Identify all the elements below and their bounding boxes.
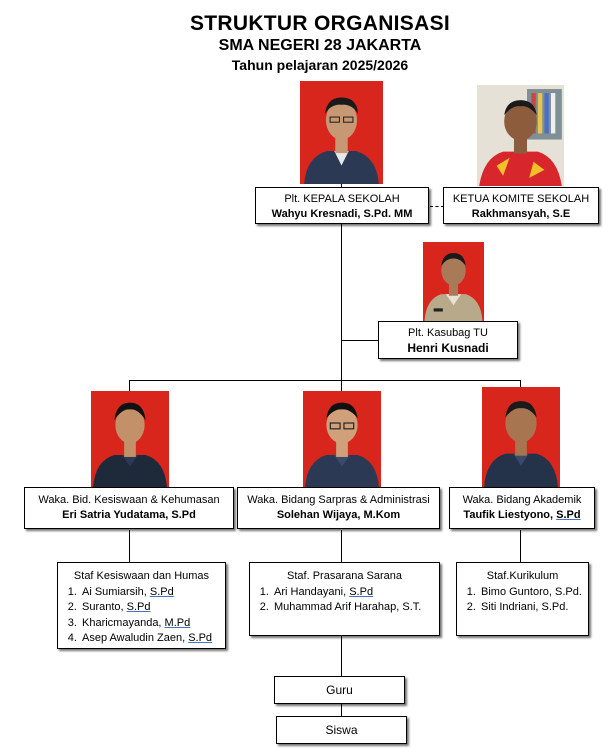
vice-akademik-role: Waka. Bidang Akademik (462, 494, 582, 506)
connector-trunk (341, 224, 342, 381)
principal-role: Plt. KEPALA SEKOLAH (284, 193, 400, 205)
staff-kurikulum-list: Bimo Guntoro, S.Pd. Siti Indriani, S.Pd. (457, 585, 588, 616)
connector-principal-photo (341, 183, 342, 187)
list-item: Suranto, S.Pd (80, 600, 225, 616)
vice-akademik-name-main: Taufik Liestyono, (463, 509, 557, 521)
connector-guru (341, 636, 342, 676)
vice-akademik-box: Waka. Bidang Akademik Taufik Liestyono, … (449, 487, 595, 529)
admin-photo (423, 242, 484, 321)
connector-staff-left (129, 530, 130, 562)
committee-box: KETUA KOMITE SEKOLAH Rakhmansyah, S.E (443, 187, 599, 224)
connector-vice-center (341, 380, 342, 391)
connector-admin (341, 340, 378, 341)
connector-staff-right (520, 530, 521, 563)
vice-sarpras-box: Waka. Bidang Sarpras & Administrasi Sole… (237, 487, 440, 529)
admin-name: Henri Kusnadi (407, 341, 489, 355)
vice-sarpras-role: Waka. Bidang Sarpras & Administrasi (247, 494, 430, 506)
academic-year: Tahun pelajaran 2025/2026 (231, 57, 409, 73)
committee-photo (477, 85, 564, 186)
vice-kesiswaan-name: Eri Satria Yudatama, S.Pd (62, 509, 196, 521)
connector-horizontal-bar (129, 380, 521, 381)
list-item: Muhammad Arif Harahap, S.T. (272, 600, 439, 616)
vice-kesiswaan-photo (91, 391, 169, 488)
vice-kesiswaan-role: Waka. Bid. Kesiswaan & Kehumasan (38, 494, 220, 506)
principal-name: Wahyu Kresnadi, S.Pd. MM (271, 208, 413, 220)
school-name: SMA NEGERI 28 JAKARTA (218, 37, 422, 54)
staff-kesiswaan-title: Staf Kesiswaan dan Humas (73, 570, 210, 582)
list-item: Ari Handayani, S.Pd (272, 585, 439, 601)
vice-akademik-name-degree: S.Pd (556, 509, 581, 521)
chart-title: STRUKTUR ORGANISASI (189, 12, 451, 35)
staff-sarana-title: Staf. Prasarana Sarana (287, 570, 402, 582)
connector-staff-center (341, 530, 342, 563)
guru-box: Guru (274, 676, 405, 704)
connector-committee (430, 206, 444, 207)
list-item: Ai Sumiarsih, S.Pd (80, 585, 225, 601)
list-item: Siti Indriani, S.Pd. (479, 600, 588, 616)
principal-box: Plt. KEPALA SEKOLAH Wahyu Kresnadi, S.Pd… (255, 187, 429, 224)
staff-kesiswaan-list: Ai Sumiarsih, S.Pd Suranto, S.Pd Kharicm… (58, 585, 225, 647)
connector-vice-left (129, 380, 130, 391)
admin-role: Plt. Kasubag TU (408, 327, 488, 339)
principal-photo (300, 81, 383, 184)
list-item: Bimo Guntoro, S.Pd. (479, 585, 588, 601)
staff-kurikulum-title: Staf.Kurikulum (486, 570, 559, 582)
staff-sarana-box: Staf. Prasarana Sarana Ari Handayani, S.… (249, 562, 440, 636)
staff-kurikulum-box: Staf.Kurikulum Bimo Guntoro, S.Pd. Siti … (456, 562, 589, 636)
admin-box: Plt. Kasubag TU Henri Kusnadi (378, 321, 518, 359)
connector-vice-right (520, 380, 521, 391)
staff-sarana-list: Ari Handayani, S.Pd Muhammad Arif Haraha… (250, 585, 439, 616)
vice-sarpras-photo (303, 391, 381, 488)
vice-akademik-photo (482, 387, 560, 488)
list-item: Kharicmayanda, M.Pd (80, 616, 225, 632)
staff-kesiswaan-box: Staf Kesiswaan dan Humas Ai Sumiarsih, S… (57, 562, 226, 649)
list-item: Asep Awaludin Zaen, S.Pd (80, 631, 225, 647)
connector-siswa (341, 704, 342, 716)
vice-kesiswaan-box: Waka. Bid. Kesiswaan & Kehumasan Eri Sat… (24, 487, 234, 529)
siswa-box: Siswa (276, 716, 407, 744)
committee-name: Rakhmansyah, S.E (471, 208, 571, 220)
vice-akademik-name: Taufik Liestyono, S.Pd (450, 508, 594, 523)
vice-sarpras-name: Solehan Wijaya, M.Kom (276, 509, 401, 521)
committee-role: KETUA KOMITE SEKOLAH (452, 193, 590, 205)
